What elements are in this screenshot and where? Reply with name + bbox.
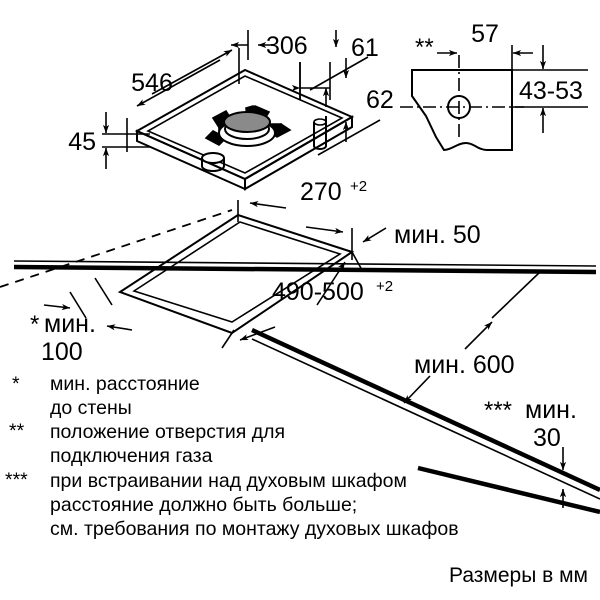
legend-item-2-line-2: подключения газа [50,445,213,467]
dimension-61-label: 61 [351,34,379,62]
dimension-min-50-label: мин. 50 [394,221,481,249]
hob-isometric-view [134,68,355,191]
dimension-306-label: 306 [266,32,308,60]
dimension-57: 57 [437,20,533,70]
worktop-front-edge-top [13,264,597,275]
dimension-270-tolerance: +2 [350,178,367,195]
gas-connection-pipe [313,116,327,150]
dimension-min-600-label: мин. 600 [414,351,515,379]
legend-item-1-mark: * [12,373,20,395]
burner-cap [223,111,271,133]
legend-item-3-mark: *** [5,469,28,491]
dimension-270: 270 +2 [237,178,367,260]
legend-item-2-line-1: положение отверстия для [50,421,285,443]
control-knob [201,152,225,172]
dimension-546-label: 546 [131,69,173,97]
legend-item-2: ** положение отверстия для подключения г… [9,420,285,467]
dimension-57-label: 57 [471,20,499,48]
dimension-min-600: мин. 600 [403,271,541,404]
dimension-min-30: *** мин. 30 [484,396,577,508]
units-note: Размеры в мм [449,564,588,587]
legend-item-1-line-1: мин. расстояние [50,373,200,395]
legend-item-2-mark: ** [9,420,25,442]
lower-band-second [417,465,600,515]
legend-item-3: *** при встраивании над духовым шкафом р… [5,469,459,540]
dimension-min-30-value: 30 [533,424,561,452]
dimension-546: 546 [126,48,240,152]
bracket-outline [411,69,513,152]
dimension-43-53-label: 43-53 [519,77,583,105]
dimension-45: 45 [68,112,150,169]
cutout-inner [132,221,342,323]
dimension-min-50: мин. 50 [362,221,481,249]
legend-block: * мин. расстояние до стены ** положение … [5,373,459,540]
worktop-hidden-edge [0,209,233,288]
legend-item-3-line-2: расстояние должно быть больше; [50,494,357,516]
lower-band-bottom [251,338,600,500]
dimension-62: 62 [309,56,394,156]
dimension-306: 306 [230,30,308,100]
dimension-min-30-asterisks: *** [484,397,512,424]
legend-item-3-line-1: при встраивании над духовым шкафом [50,470,407,492]
cutout-outer [117,213,355,335]
dimension-min-100-value: 100 [41,338,83,366]
worktop-front-edge-thin [13,260,597,267]
dimension-490-500: 490-500 +2 [221,251,393,349]
dimension-61: 61 [291,30,379,107]
bracket-side-view: ** 57 43-53 [400,20,588,152]
dimension-270-label: 270 [300,178,342,206]
gas-hole [447,95,471,119]
legend-item-1-line-2: до стены [50,397,132,419]
legend-item-1: * мин. расстояние до стены [12,373,200,419]
dimension-43-53: 43-53 [512,45,588,133]
dimension-490-500-label: 490-500 [272,278,364,306]
bracket-mark-asterisk: ** [415,34,434,61]
legend-item-3-line-3: см. требования по монтажу духовых шкафов [50,518,459,540]
worktop-isometric-view [0,209,597,335]
dimension-min-100-asterisk: * [30,311,39,338]
dimension-min-100-label: мин. [44,310,96,338]
dimension-45-label: 45 [68,128,96,156]
dimension-62-label: 62 [366,86,394,114]
dimension-min-100: * мин. 100 [30,277,133,366]
dimension-min-30-label: мин. [525,396,577,424]
lower-worktop-band [251,327,600,515]
dimension-490-500-tolerance: +2 [376,278,393,295]
lower-band-top [251,327,600,493]
